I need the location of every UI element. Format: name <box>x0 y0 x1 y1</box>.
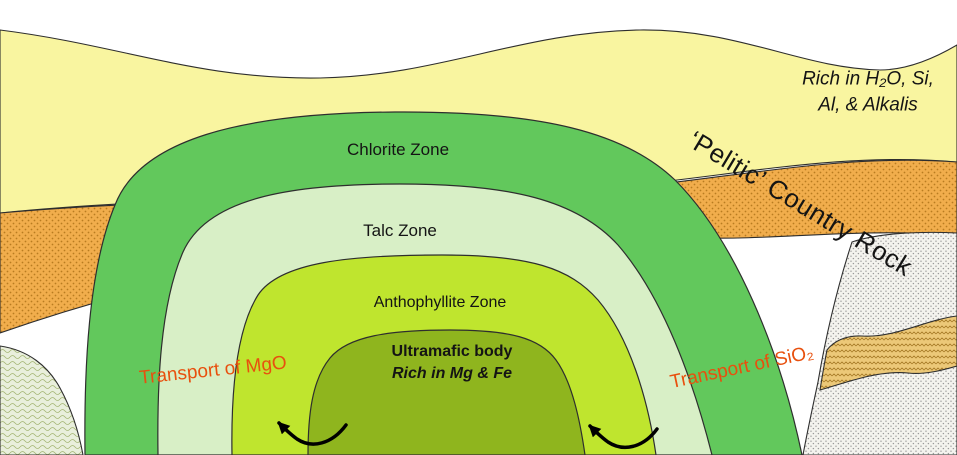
ultramafic-body-shape <box>307 329 586 455</box>
ultramafic-body-sublabel: Rich in Mg & Fe <box>392 364 512 382</box>
ultramafic-body-label: Ultramafic body <box>391 342 513 360</box>
curved-arrow-left-icon <box>277 421 348 446</box>
composition-line-1: Rich in H₂O, Si, <box>802 68 934 90</box>
composition-line-2: Al, & Alkalis <box>818 94 918 115</box>
chlorite-zone-label: Chlorite Zone <box>346 140 450 160</box>
anthophyllite-zone-label: Anthophyllite Zone <box>373 293 507 311</box>
talc-zone-label: Talc Zone <box>363 221 437 241</box>
curved-arrow-right-icon <box>588 424 659 450</box>
tan-zigzag-strip <box>819 315 957 391</box>
wavy-rock-region <box>0 345 84 455</box>
country-rock-composition-label: Rich in H₂O, Si, Al, & Alkalis <box>802 66 934 117</box>
